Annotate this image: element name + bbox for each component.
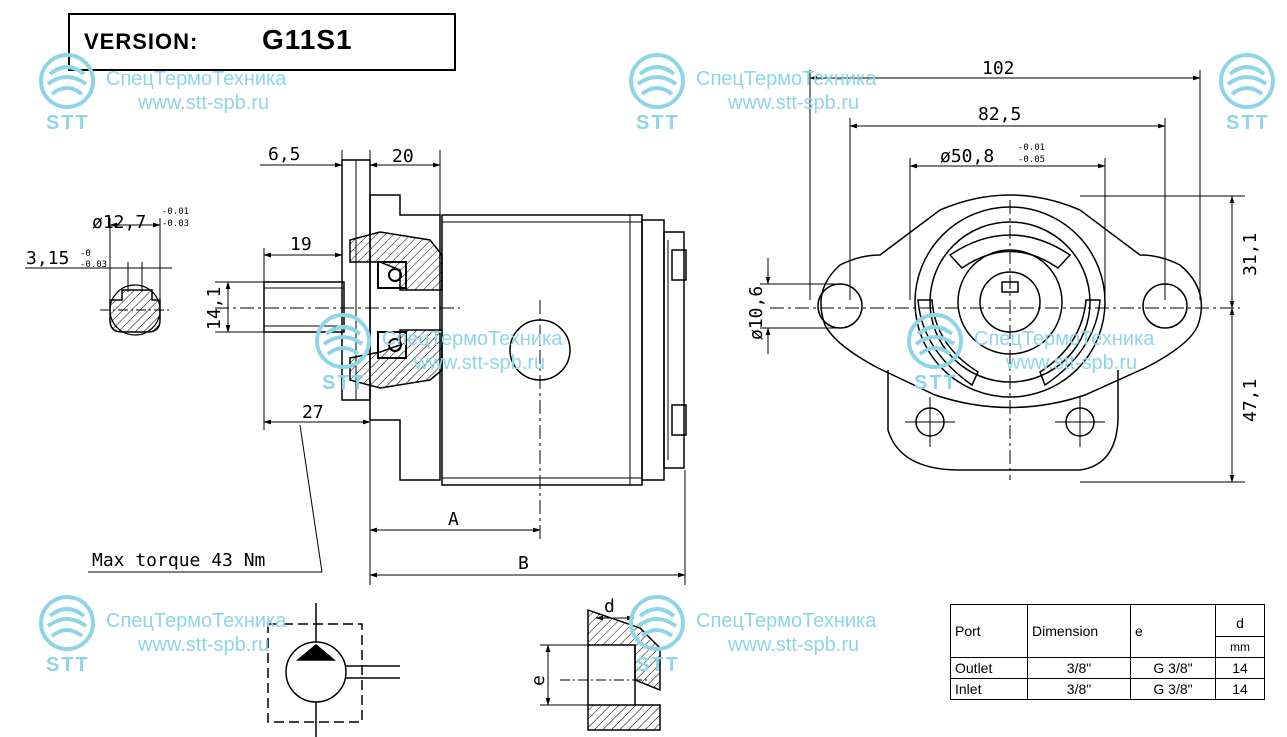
watermark-url: www.stt-spb.ru: [1006, 352, 1138, 374]
dim-19: 19: [290, 234, 312, 255]
stt-logo-icon: [629, 595, 685, 651]
watermark-logo-text: STT: [636, 112, 680, 134]
dim-12-7-tol-lower: -0.03: [162, 219, 189, 229]
watermark-logo-text: STT: [46, 112, 90, 134]
dim-50-8-tol-lower: -0.05: [1018, 155, 1045, 165]
stt-logo-icon: [1219, 53, 1275, 109]
watermark-url: www.stt-spb.ru: [138, 634, 270, 656]
col-d-unit: mm: [1230, 639, 1250, 654]
dim-e: e: [528, 675, 549, 686]
dim-d: d: [604, 596, 615, 617]
shaft-cross-section: [25, 218, 172, 336]
dim-10-6: ø10,6: [746, 286, 767, 340]
cell-port: Inlet: [950, 678, 1028, 700]
col-e: e: [1130, 604, 1216, 658]
watermark-url: www.stt-spb.ru: [414, 352, 546, 374]
dim-102: 102: [982, 58, 1015, 79]
dim-3-15: 3,15: [26, 248, 69, 269]
stt-logo-icon: [39, 595, 95, 651]
col-dimension: Dimension: [1027, 604, 1131, 658]
cell-d: 14: [1215, 657, 1265, 679]
dim-3-15-tol-upper: -0: [80, 249, 91, 259]
watermark-name: СпецТермоТехника: [696, 68, 877, 90]
pump-hydraulic-symbol: [267, 603, 400, 737]
front-view-dimensions: [760, 70, 1245, 483]
stt-logo-icon: [315, 313, 371, 369]
ports-table: Port Dimension e d mm Outlet 3/8" G 3/8"…: [950, 604, 1265, 700]
watermark-name: СпецТермоТехника: [382, 328, 563, 350]
cell-e: G 3/8": [1130, 657, 1216, 679]
watermark-name: СпецТермоТехника: [106, 610, 287, 632]
dim-12-7-tol-upper: -0.01: [162, 207, 189, 217]
dim-50-8: ø50,8: [940, 146, 994, 167]
watermark-logo-text: STT: [914, 372, 958, 394]
dim-6-5: 6,5: [268, 144, 301, 165]
table-row: Inlet 3/8" G 3/8" 14: [950, 678, 1265, 700]
version-value: G11S1: [262, 24, 353, 55]
table-row: Outlet 3/8" G 3/8" 14: [950, 657, 1265, 679]
dim-3-15-tol-lower: -0.03: [80, 260, 107, 270]
dim-47-1: 47,1: [1240, 379, 1261, 422]
watermark-name: СпецТермоТехника: [106, 68, 287, 90]
dim-31-1: 31,1: [1240, 233, 1261, 276]
dim-12-7: ø12,7: [92, 212, 146, 233]
cell-dimension: 3/8": [1027, 657, 1131, 679]
side-view-dimensions: [88, 150, 686, 585]
dim-14-1: 14,1: [204, 287, 225, 330]
port-section: [540, 608, 661, 731]
col-port: Port: [950, 604, 1028, 658]
cell-e: G 3/8": [1130, 678, 1216, 700]
stt-logo-icon: [39, 53, 95, 109]
dim-b: B: [518, 553, 529, 574]
col-d-label: d: [1216, 606, 1264, 637]
watermark-logo-text: STT: [636, 654, 680, 676]
cell-d: 14: [1215, 678, 1265, 700]
watermark-name: СпецТермоТехника: [696, 610, 877, 632]
watermark-logo-text: STT: [46, 654, 90, 676]
ports-table-header: Port Dimension e d mm: [950, 604, 1265, 658]
watermark-logo-text: STT: [322, 372, 366, 394]
dim-a: A: [448, 509, 459, 530]
version-box: VERSION: G11S1: [68, 13, 456, 71]
dim-27: 27: [302, 402, 324, 423]
stt-logo-icon: [907, 313, 963, 369]
dim-50-8-tol-upper: -0.01: [1018, 143, 1045, 153]
pump-side-view: [215, 159, 687, 540]
watermark-url: www.stt-spb.ru: [138, 92, 270, 114]
watermark-url: www.stt-spb.ru: [728, 92, 860, 114]
col-d: d mm: [1215, 604, 1265, 658]
version-label: VERSION:: [84, 29, 199, 54]
watermark-url: www.stt-spb.ru: [728, 634, 860, 656]
dim-20: 20: [392, 146, 414, 167]
cell-port: Outlet: [950, 657, 1028, 679]
watermark-name: СпецТермоТехника: [974, 328, 1155, 350]
torque-note: Max torque 43 Nm: [92, 550, 265, 571]
watermark-logo-text: STT: [1226, 112, 1270, 134]
stt-logo-icon: [629, 53, 685, 109]
cell-dimension: 3/8": [1027, 678, 1131, 700]
dim-82-5: 82,5: [978, 104, 1021, 125]
